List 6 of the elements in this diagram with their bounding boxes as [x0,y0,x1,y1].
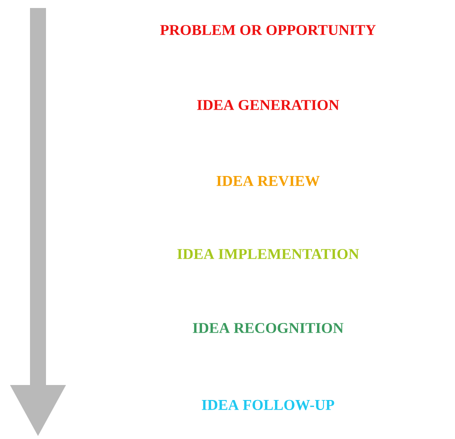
step-label: IDEA FOLLOW-UP [202,400,334,410]
step-label: IDEA REVIEW [216,176,320,186]
step-label: IDEA RECOGNITION [192,322,344,334]
step-label: PROBLEM OR OPPORTUNITY [160,24,376,36]
step-label: IDEA IMPLEMENTATION [177,248,359,260]
step-label: IDEA GENERATION [197,100,340,110]
